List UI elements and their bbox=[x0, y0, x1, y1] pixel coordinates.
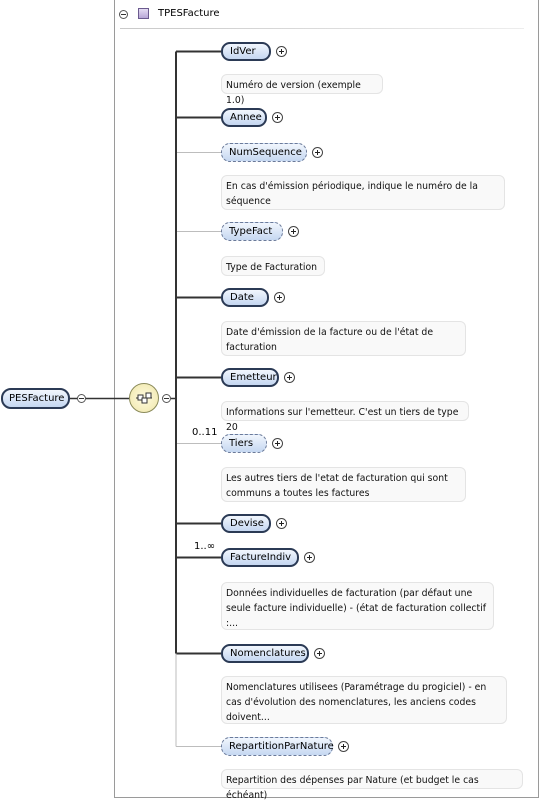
documentation-box: Informations sur l'emetteur. C'est un ti… bbox=[221, 401, 469, 433]
expand-repartitionparnature-icon[interactable] bbox=[338, 741, 349, 752]
expand-numsequence-icon[interactable] bbox=[312, 147, 323, 158]
sequence-glyph-icon bbox=[136, 392, 152, 404]
expand-factureindiv-icon[interactable] bbox=[304, 552, 315, 563]
documentation-box: Type de Facturation bbox=[221, 256, 325, 276]
complex-type-icon bbox=[138, 8, 149, 19]
documentation-box: Repartition des dépenses par Nature (et … bbox=[221, 769, 523, 801]
expand-tiers-icon[interactable] bbox=[272, 438, 283, 449]
element-node-typefact[interactable]: TypeFact bbox=[221, 222, 283, 241]
cardinality-label: 0..11 bbox=[192, 427, 218, 438]
expand-annee-icon[interactable] bbox=[272, 112, 283, 123]
expand-typefact-icon[interactable] bbox=[288, 226, 299, 237]
collapse-sequence-icon[interactable] bbox=[162, 394, 171, 403]
element-node-factureindiv[interactable]: FactureIndiv bbox=[221, 548, 299, 567]
element-node-emetteur[interactable]: Emetteur bbox=[221, 368, 279, 387]
collapse-type-icon[interactable] bbox=[119, 10, 128, 19]
expand-devise-icon[interactable] bbox=[276, 518, 287, 529]
element-node-annee[interactable]: Annee bbox=[221, 108, 267, 127]
element-node-tiers[interactable]: Tiers bbox=[221, 434, 267, 453]
cardinality-label: 1..∞ bbox=[194, 541, 216, 552]
root-element[interactable]: PESFacture bbox=[1, 388, 70, 409]
type-header-divider bbox=[120, 28, 524, 29]
element-node-numsequence[interactable]: NumSequence bbox=[221, 143, 307, 162]
sequence-compositor-icon[interactable] bbox=[129, 383, 159, 413]
expand-date-icon[interactable] bbox=[274, 292, 285, 303]
documentation-box: Les autres tiers de l'etat de facturatio… bbox=[221, 467, 466, 502]
element-node-devise[interactable]: Devise bbox=[221, 514, 271, 533]
element-node-nomenclatures[interactable]: Nomenclatures bbox=[221, 644, 309, 663]
element-node-date[interactable]: Date bbox=[221, 288, 269, 307]
element-node-repartitionparnature[interactable]: RepartitionParNature bbox=[221, 737, 334, 756]
collapse-root-icon[interactable] bbox=[77, 394, 86, 403]
documentation-box: En cas d'émission périodique, indique le… bbox=[221, 175, 505, 210]
expand-idver-icon[interactable] bbox=[276, 46, 287, 57]
type-frame bbox=[114, 0, 539, 798]
documentation-box: Données individuelles de facturation (pa… bbox=[221, 582, 494, 630]
documentation-box: Date d'émission de la facture ou de l'ét… bbox=[221, 321, 466, 356]
expand-nomenclatures-icon[interactable] bbox=[314, 648, 325, 659]
documentation-box: Numéro de version (exemple 1.0) bbox=[221, 74, 383, 106]
documentation-box: Nomenclatures utilisees (Paramétrage du … bbox=[221, 676, 507, 724]
type-name: TPESFacture bbox=[158, 8, 220, 19]
element-node-idver[interactable]: IdVer bbox=[221, 42, 271, 61]
expand-emetteur-icon[interactable] bbox=[284, 372, 295, 383]
